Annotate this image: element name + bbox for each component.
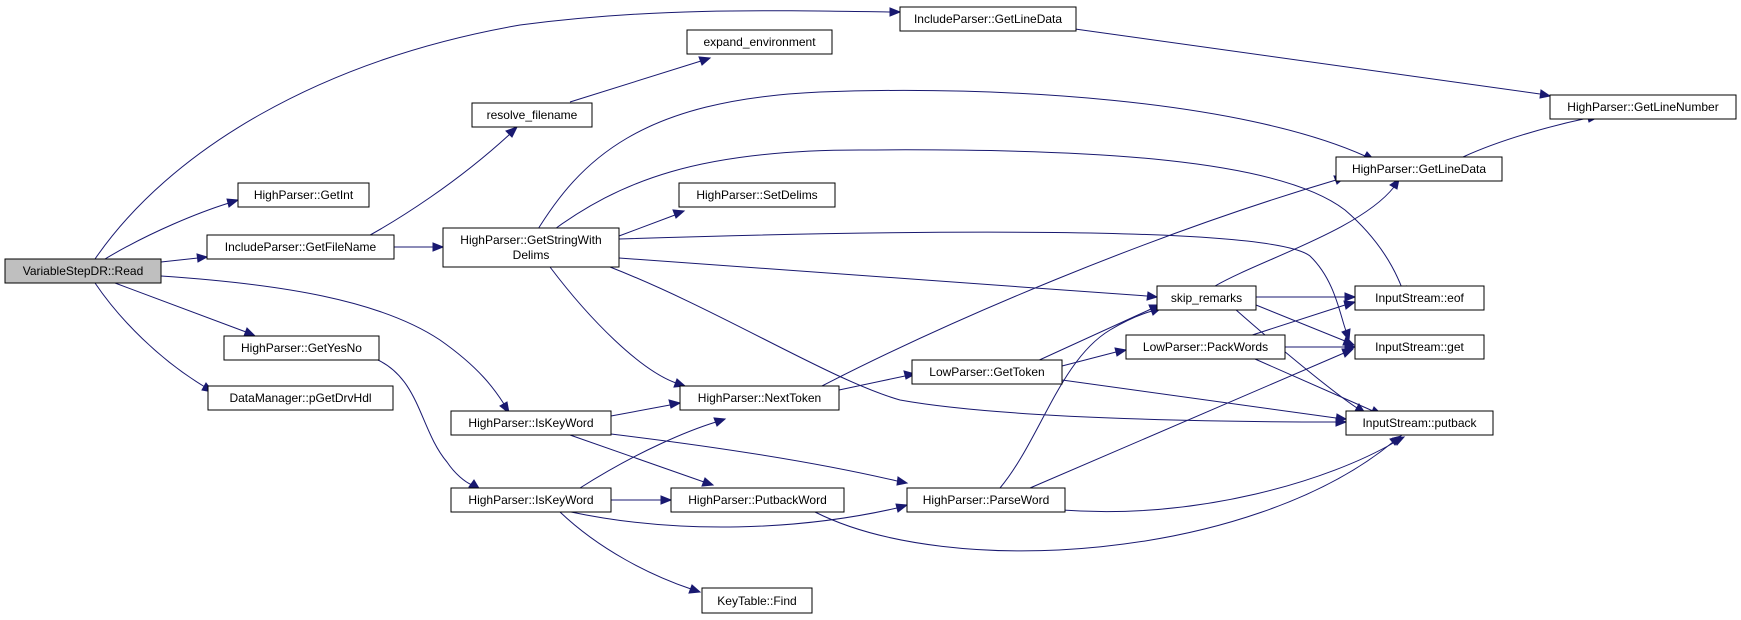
edge-skip-remarks-to-putback <box>1234 308 1367 414</box>
node-highparser-iskeyword-upper[interactable]: HighParser::IsKeyWord <box>450 410 612 436</box>
edge-iskeyword-lower-to-nexttoken <box>579 417 727 489</box>
edge-iskeyword-upper-to-nexttoken <box>610 399 682 417</box>
edge-packwords-to-get <box>1285 342 1357 352</box>
node-highparser-putbackword[interactable]: HighParser::PutbackWord <box>670 487 845 513</box>
node-resolve-filename[interactable]: resolve_filename <box>471 102 593 128</box>
svg-text:HighParser::IsKeyWord: HighParser::IsKeyWord <box>468 493 593 507</box>
edge-getstringwithdelims-to-skip-remarks <box>618 257 1159 301</box>
edge-includeparser-getlinedata-to-getlinenumber <box>1074 28 1552 99</box>
node-highparser-setdelims[interactable]: HighParser::SetDelims <box>678 182 836 208</box>
svg-text:HighParser::GetYesNo: HighParser::GetYesNo <box>241 341 362 355</box>
edge-packwords-to-putback <box>1254 358 1384 416</box>
svg-text:HighParser::GetStringWith: HighParser::GetStringWith <box>460 233 601 247</box>
svg-text:HighParser::GetLineNumber: HighParser::GetLineNumber <box>1567 100 1718 114</box>
node-keytable-find[interactable]: KeyTable::Find <box>701 587 813 614</box>
svg-text:expand_environment: expand_environment <box>703 35 816 49</box>
svg-text:DataManager::pGetDrvHdl: DataManager::pGetDrvHdl <box>229 391 371 405</box>
svg-text:HighParser::ParseWord: HighParser::ParseWord <box>923 493 1050 507</box>
svg-text:resolve_filename: resolve_filename <box>487 108 578 122</box>
node-highparser-getlinedata[interactable]: HighParser::GetLineData <box>1335 156 1503 182</box>
edge-gettoken-to-packwords <box>1061 347 1128 367</box>
edge-getstringwithdelims-to-get <box>618 231 1351 342</box>
edge-packwords-to-eof <box>1239 300 1357 340</box>
svg-text:skip_remarks: skip_remarks <box>1171 291 1242 305</box>
svg-text:LowParser::GetToken: LowParser::GetToken <box>929 365 1044 379</box>
svg-text:InputStream::eof: InputStream::eof <box>1375 291 1464 305</box>
svg-text:InputStream::get: InputStream::get <box>1375 340 1464 354</box>
svg-text:Delims: Delims <box>513 248 550 262</box>
svg-text:HighParser::GetLineData: HighParser::GetLineData <box>1352 162 1486 176</box>
svg-text:LowParser::PackWords: LowParser::PackWords <box>1143 340 1268 354</box>
node-highparser-parseword[interactable]: HighParser::ParseWord <box>906 487 1066 513</box>
node-variablestepdr-read[interactable]: VariableStepDR::Read <box>4 258 162 284</box>
svg-text:IncludeParser::GetFileName: IncludeParser::GetFileName <box>225 240 377 254</box>
svg-text:IncludeParser::GetLineData: IncludeParser::GetLineData <box>914 12 1062 26</box>
svg-text:VariableStepDR::Read: VariableStepDR::Read <box>23 264 144 278</box>
svg-text:HighParser::GetInt: HighParser::GetInt <box>254 188 354 202</box>
svg-text:HighParser::NextToken: HighParser::NextToken <box>698 391 821 405</box>
edge-iskeyword-lower-to-putbackword <box>611 495 673 505</box>
edge-getstringwithdelims-to-nexttoken <box>549 266 687 388</box>
edge-iskeyword-lower-to-find <box>559 511 702 594</box>
edge-iskeyword-upper-to-parseword <box>610 433 909 486</box>
edge-resolve-filename-to-expand-environment <box>569 56 712 103</box>
node-skip-remarks[interactable]: skip_remarks <box>1156 285 1257 311</box>
svg-text:InputStream::putback: InputStream::putback <box>1362 416 1477 430</box>
node-includeparser-getlinedata[interactable]: IncludeParser::GetLineData <box>899 6 1077 32</box>
edge-getstringwithdelims-to-setdelims <box>618 209 686 237</box>
edge-nexttoken-to-gettoken <box>838 370 917 391</box>
node-inputstream-eof[interactable]: InputStream::eof <box>1354 285 1485 311</box>
node-highparser-getint[interactable]: HighParser::GetInt <box>237 182 370 208</box>
node-lowparser-packwords[interactable]: LowParser::PackWords <box>1125 334 1286 360</box>
edge-skip-remarks-to-highparser-getlinedata <box>1214 177 1400 287</box>
node-datamanager-pgetdrvhdl[interactable]: DataManager::pGetDrvHdl <box>207 385 394 411</box>
node-includeparser-getfilename[interactable]: IncludeParser::GetFileName <box>206 234 395 260</box>
edge-putbackword-to-putback <box>814 435 1403 552</box>
edge-gettoken-to-putback <box>1061 379 1348 423</box>
edge-getstringwithdelims-to-eof <box>547 149 1407 299</box>
edge-parseword-to-putback <box>1061 436 1406 513</box>
edge-read-to-getint <box>104 198 240 260</box>
edge-iskeyword-upper-to-putbackword <box>569 434 715 487</box>
svg-text:HighParser::PutbackWord: HighParser::PutbackWord <box>688 493 827 507</box>
node-expand-environment[interactable]: expand_environment <box>686 29 833 55</box>
node-highparser-getstringwithdelims[interactable]: HighParser::GetStringWith Delims <box>442 227 620 268</box>
edge-read-to-pgetdrvhdl <box>94 282 215 393</box>
edge-getstringwithdelims-to-highparser-getlinedata <box>534 89 1376 235</box>
edge-read-to-getfilename <box>160 253 209 263</box>
edge-getfilename-to-getstringwithdelims <box>394 242 445 252</box>
edge-parseword-to-skip-remarks <box>999 306 1163 489</box>
edge-parseword-to-get <box>1029 348 1355 489</box>
node-highparser-iskeyword-lower[interactable]: HighParser::IsKeyWord <box>450 487 612 513</box>
svg-text:HighParser::IsKeyWord: HighParser::IsKeyWord <box>468 416 593 430</box>
svg-text:HighParser::SetDelims: HighParser::SetDelims <box>696 188 817 202</box>
node-inputstream-get[interactable]: InputStream::get <box>1354 334 1485 360</box>
node-lowparser-gettoken[interactable]: LowParser::GetToken <box>911 359 1063 385</box>
node-highparser-nexttoken[interactable]: HighParser::NextToken <box>679 385 840 411</box>
edge-skip-remarks-to-eof <box>1256 292 1357 302</box>
edge-read-to-includeparser-getlinedata <box>94 7 902 260</box>
call-graph-edges <box>94 7 1600 594</box>
edge-iskeyword-lower-to-parseword <box>570 503 909 528</box>
edge-read-to-getyesno <box>114 282 257 337</box>
edge-highparser-getlinedata-to-getlinenumber <box>1462 113 1600 158</box>
svg-text:KeyTable::Find: KeyTable::Find <box>717 594 796 608</box>
node-inputstream-putback[interactable]: InputStream::putback <box>1345 410 1494 436</box>
node-highparser-getyesno[interactable]: HighParser::GetYesNo <box>223 335 380 361</box>
node-highparser-getlinenumber[interactable]: HighParser::GetLineNumber <box>1549 94 1737 120</box>
edge-read-to-iskeyword-upper <box>160 275 510 415</box>
call-graph-nodes: VariableStepDR::Read HighParser::GetInt … <box>4 6 1737 614</box>
